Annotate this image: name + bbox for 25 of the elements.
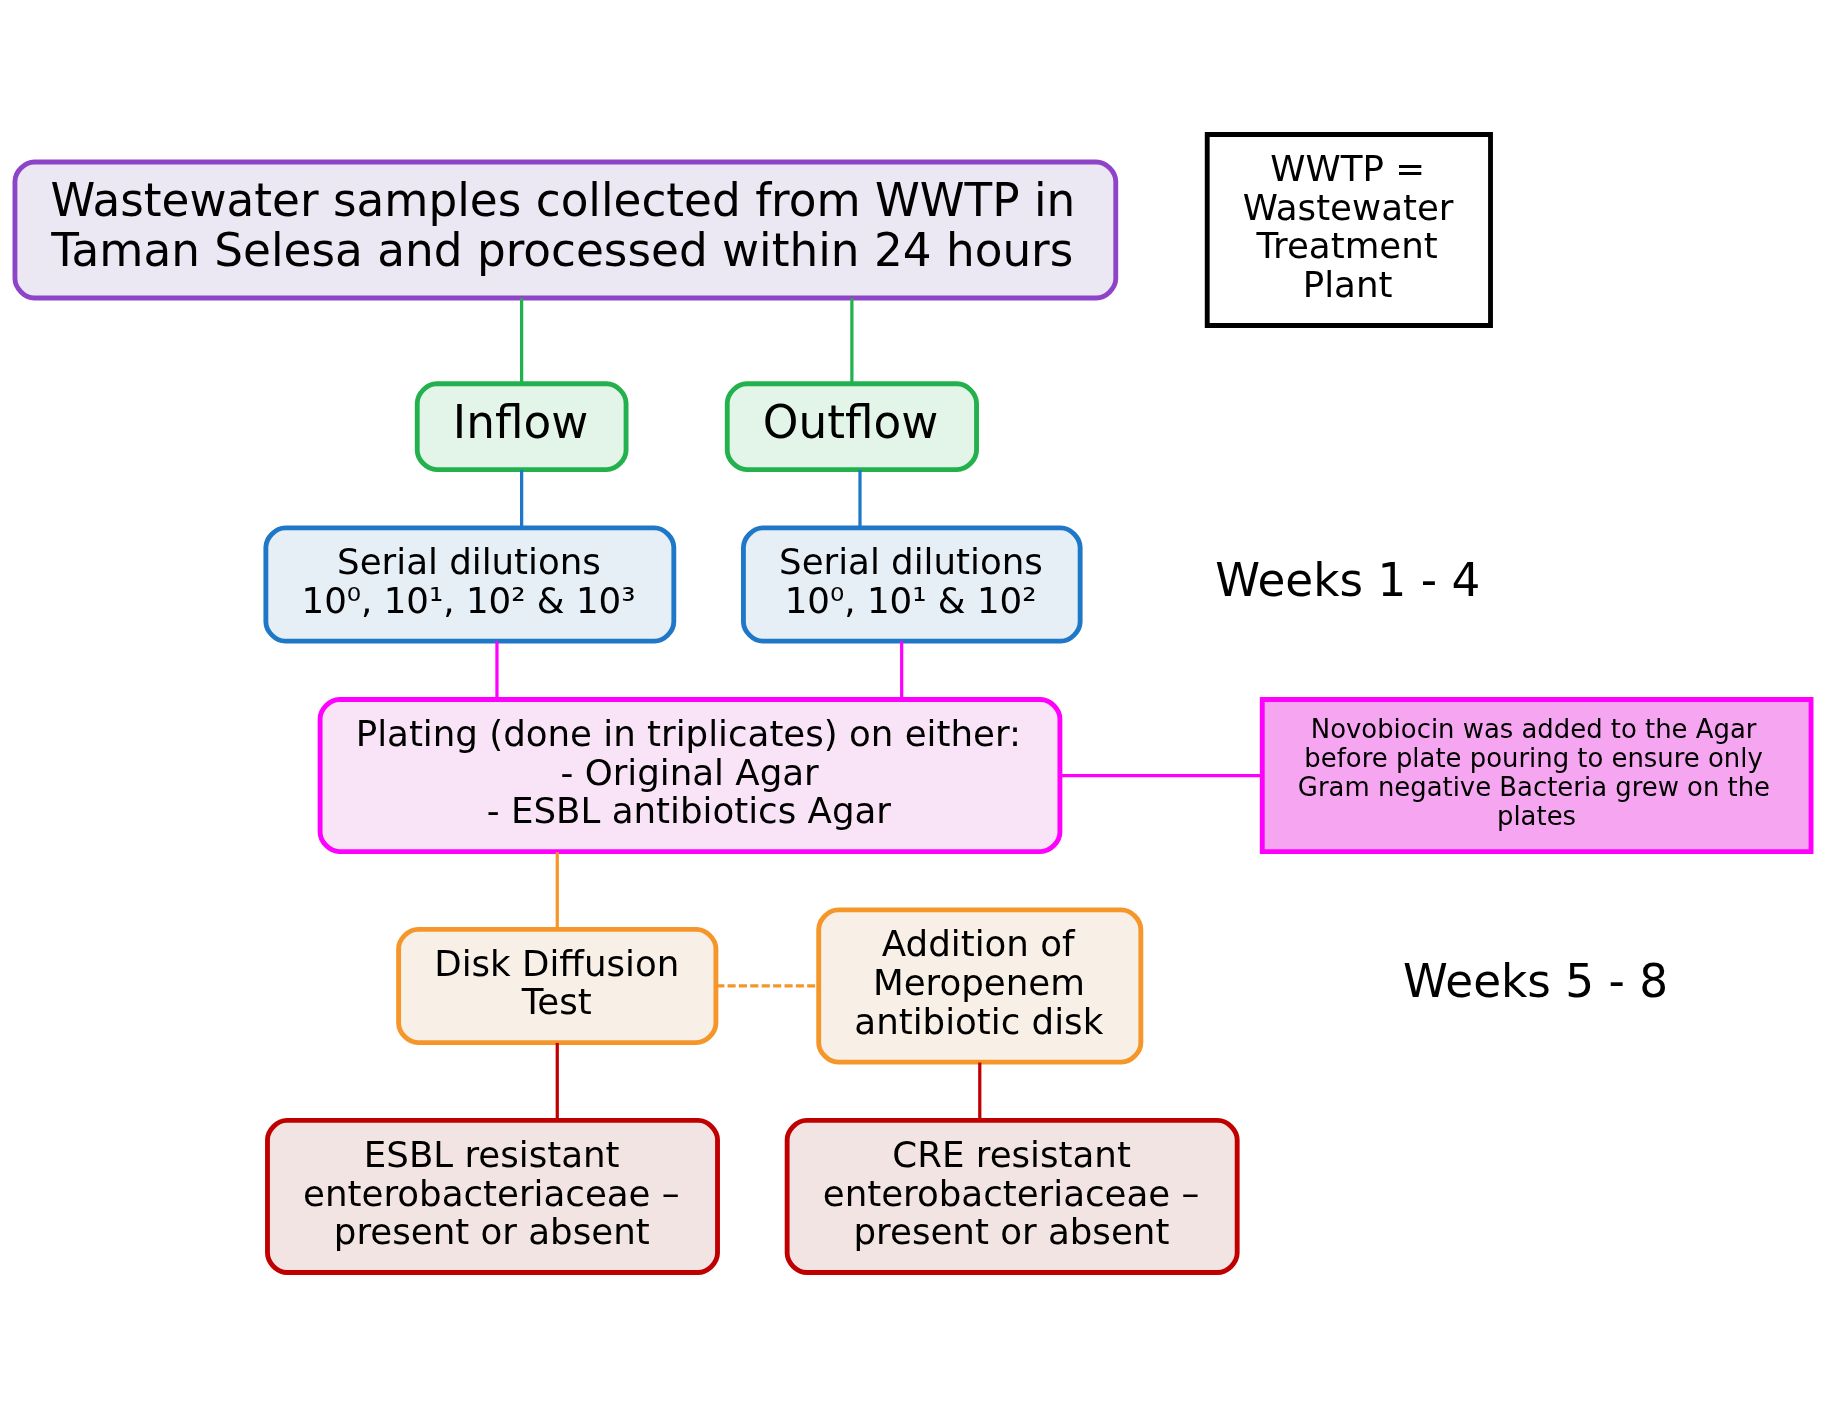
connector — [978, 1062, 982, 1120]
node-box: CRE resistant enterobacteriaceae – present or absent — [784, 1117, 1240, 1275]
label: Weeks 1 - 4 — [1215, 553, 1481, 607]
node-box: Plating (done in triplicates) on either: - Original Agar - ESBL antibiotics Agar — [317, 696, 1063, 854]
node-box: Disk Diffusion Test — [396, 926, 719, 1045]
node-box: Outflow — [724, 380, 979, 472]
connector — [850, 297, 854, 384]
node-box: WWTP = Wastewater Treatment Plant — [1204, 131, 1493, 328]
connector — [555, 851, 559, 929]
connector — [520, 469, 524, 528]
node-box: ESBL resistant enterobacteriaceae – present or absent — [265, 1117, 720, 1275]
connector — [520, 297, 524, 384]
node-box: Serial dilutions 10⁰, 10¹ & 10² — [741, 524, 1083, 644]
node-box: Addition of Meropenem antibiotic disk — [816, 906, 1144, 1064]
connector — [1060, 773, 1262, 777]
connector — [716, 983, 819, 988]
connector — [495, 640, 499, 699]
label: Weeks 5 - 8 — [1403, 954, 1669, 1008]
connector — [900, 640, 904, 699]
node-box: Inflow — [414, 380, 629, 472]
node-box: Serial dilutions 10⁰, 10¹, 10² & 10³ — [263, 524, 677, 644]
connector — [555, 1042, 559, 1120]
node-box: Novobiocin was added to the Agar before plate pouring to ensure only Gram negative Bacteria grew on the plates — [1259, 696, 1814, 854]
connector — [858, 469, 862, 528]
node-box: Wastewater samples collected from WWTP in Taman Selesa and processed within 24 hours — [12, 159, 1119, 300]
